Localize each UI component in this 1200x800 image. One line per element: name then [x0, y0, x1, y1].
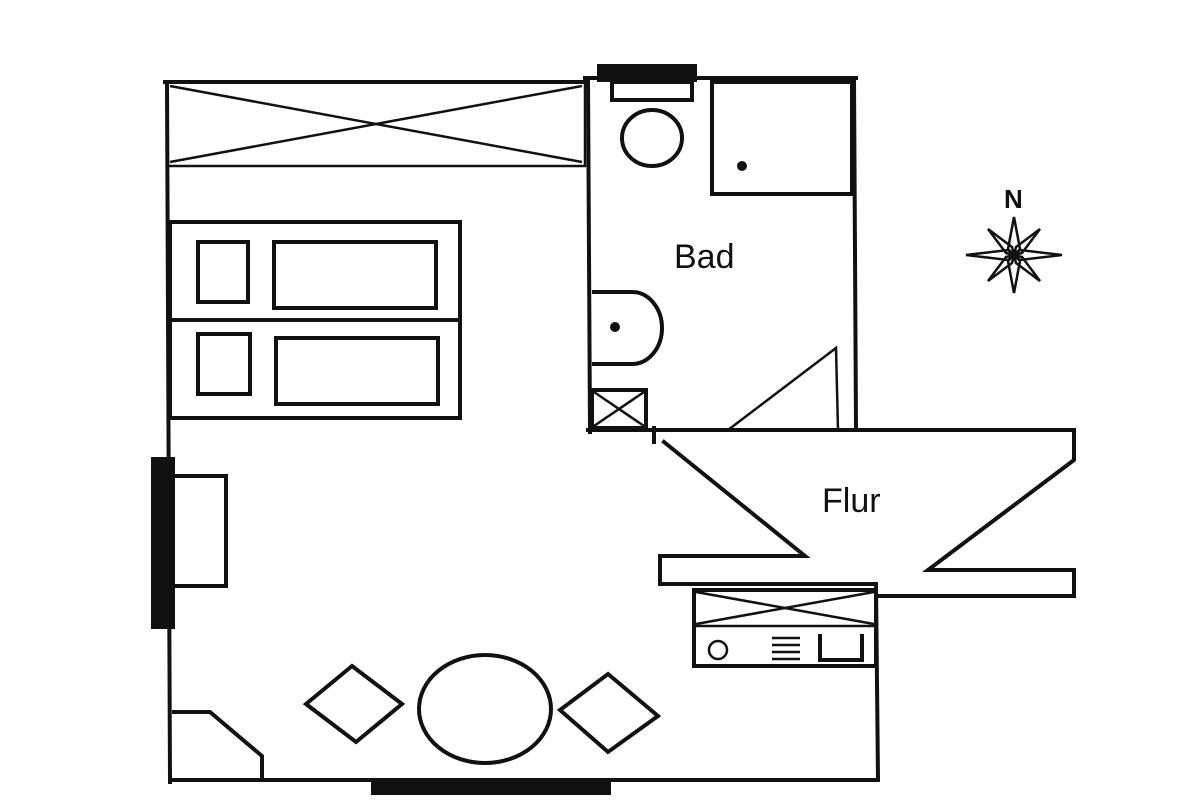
- wardrobe-top: [165, 80, 587, 168]
- corner-cabinet: [172, 710, 264, 780]
- bathroom-door-swing: [727, 345, 840, 431]
- double-bed: [168, 220, 462, 420]
- north-label: N: [1004, 184, 1023, 214]
- room-label-bad: Bad: [674, 238, 735, 276]
- desk: [170, 474, 228, 588]
- hallway-walls: [658, 428, 1076, 598]
- stove-icon: [707, 634, 864, 662]
- kitchenette: [692, 588, 878, 668]
- utility-shaft: [590, 388, 648, 430]
- round-table: [417, 653, 553, 765]
- dining-set: [302, 653, 662, 765]
- compass-rose-icon: [965, 216, 1063, 294]
- shower: [710, 80, 854, 196]
- sink-icon: [592, 290, 664, 366]
- bathroom-window: [597, 64, 697, 82]
- chair-right: [556, 671, 662, 755]
- chair-left: [302, 663, 406, 745]
- room-label-flur: Flur: [822, 482, 881, 520]
- bottom-window: [371, 779, 611, 795]
- toilet-icon: [610, 80, 694, 168]
